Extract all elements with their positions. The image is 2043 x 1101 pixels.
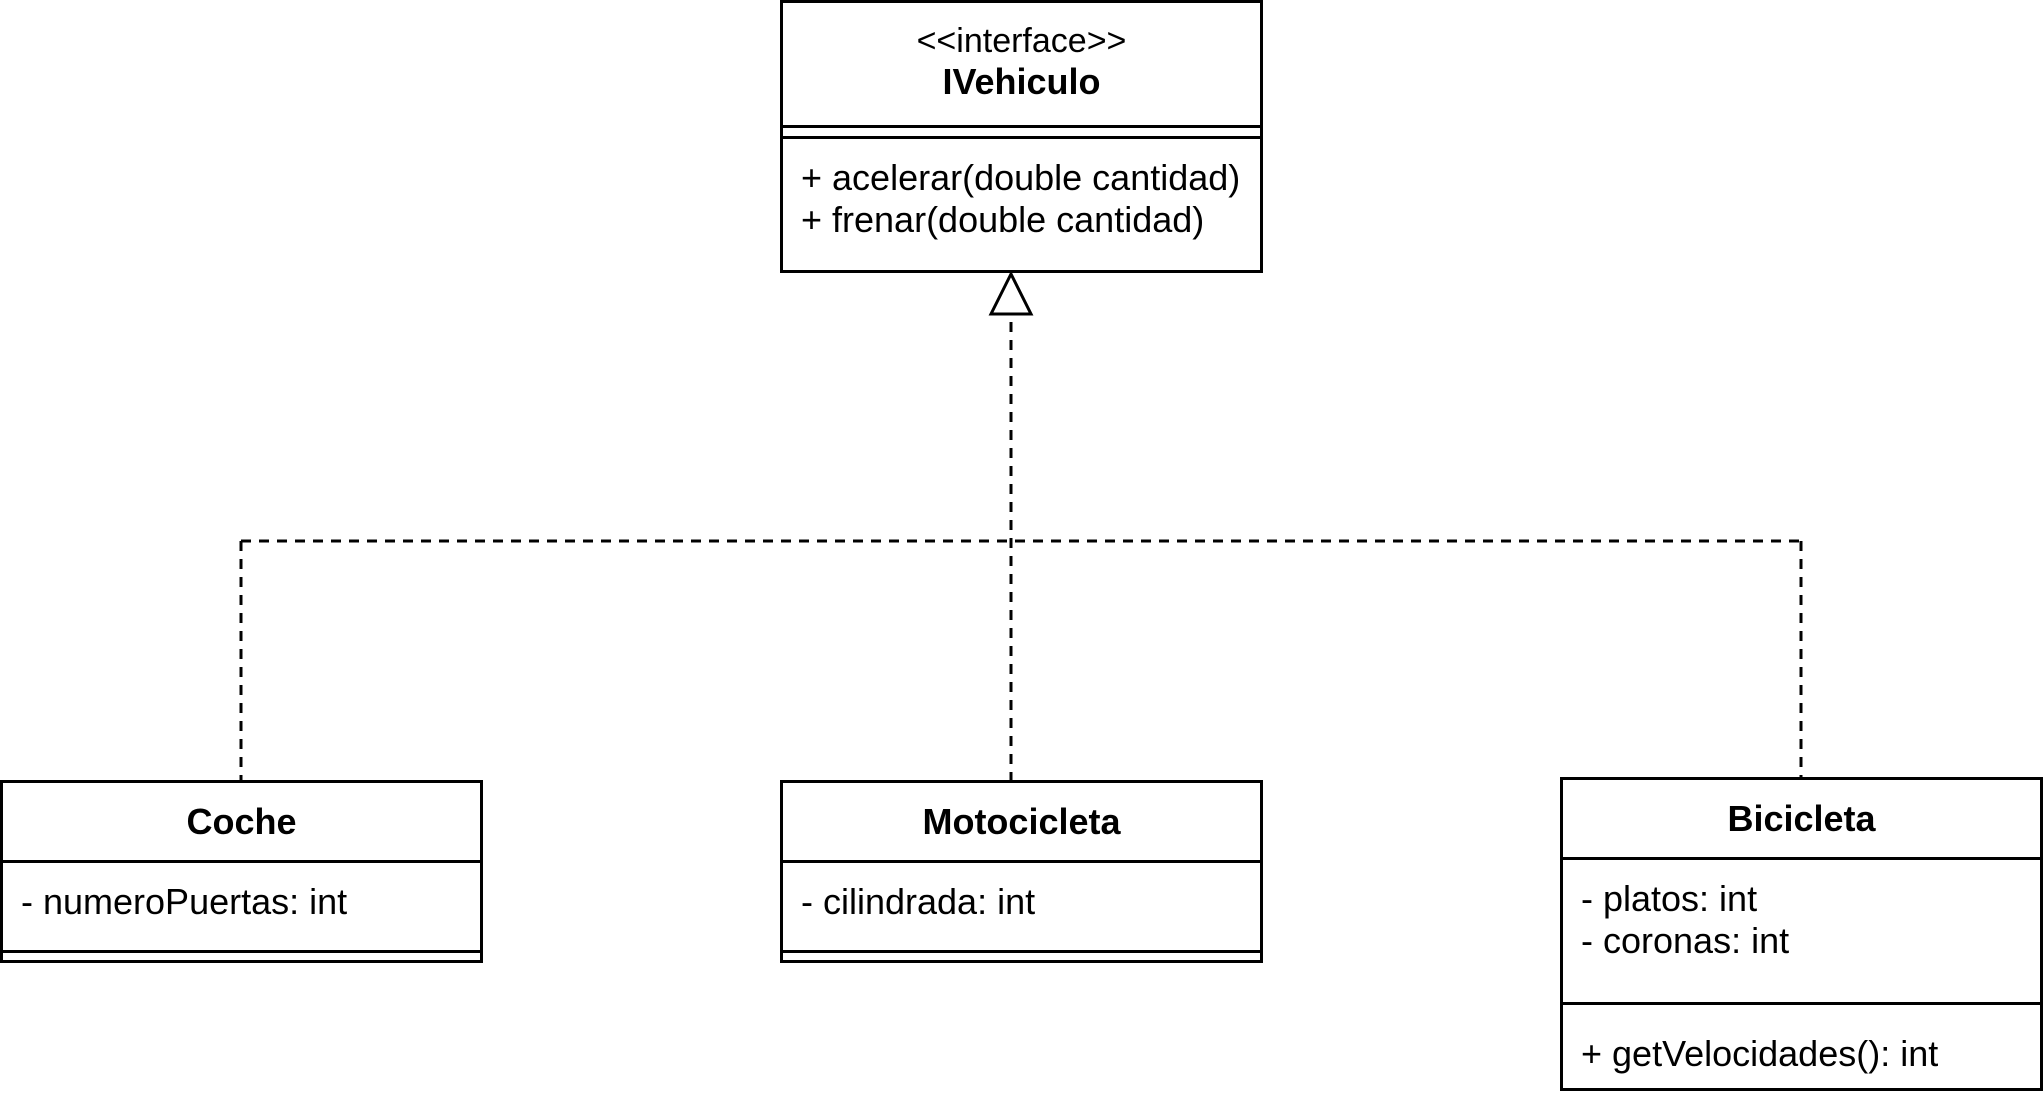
- class-bicicleta[interactable]: Bicicleta - platos: int - coronas: int +…: [1560, 777, 2043, 1091]
- class-bicicleta-header: Bicicleta: [1563, 780, 2040, 857]
- class-coche-name: Coche: [186, 801, 297, 842]
- class-coche-attributes: - numeroPuertas: int: [3, 860, 480, 950]
- attribute-cilindrada: - cilindrada: int: [801, 881, 1036, 922]
- operation-acelerar: + acelerar(double cantidad): [801, 157, 1241, 198]
- class-motocicleta[interactable]: Motocicleta - cilindrada: int: [780, 780, 1263, 963]
- attribute-platos: - platos: int: [1581, 878, 1758, 919]
- interface-attributes: [783, 125, 1260, 136]
- interface-header: <<interface>> IVehiculo: [783, 3, 1260, 125]
- class-motocicleta-name: Motocicleta: [922, 801, 1121, 842]
- interface-ivehiculo[interactable]: <<interface>> IVehiculo + acelerar(doubl…: [780, 0, 1263, 273]
- class-bicicleta-attributes: - platos: int - coronas: int: [1563, 857, 2040, 1002]
- class-coche-operations: [3, 950, 480, 960]
- interface-operations: + acelerar(double cantidad) + frenar(dou…: [783, 136, 1260, 241]
- realization-arrowhead: [988, 270, 1034, 316]
- class-bicicleta-operations: + getVelocidades(): int: [1563, 1002, 2040, 1075]
- class-motocicleta-attributes: - cilindrada: int: [783, 860, 1260, 950]
- attribute-coronas: - coronas: int: [1581, 920, 1790, 961]
- operation-frenar: + frenar(double cantidad): [801, 199, 1205, 240]
- interface-stereotype: <<interface>>: [916, 22, 1127, 60]
- class-motocicleta-header: Motocicleta: [783, 783, 1260, 860]
- class-bicicleta-name: Bicicleta: [1727, 798, 1876, 839]
- class-coche-header: Coche: [3, 783, 480, 860]
- class-coche[interactable]: Coche - numeroPuertas: int: [0, 780, 483, 963]
- attribute-numero-puertas: - numeroPuertas: int: [21, 881, 348, 922]
- operation-get-velocidades: + getVelocidades(): int: [1581, 1033, 1939, 1074]
- class-motocicleta-operations: [783, 950, 1260, 960]
- interface-name: IVehiculo: [942, 61, 1101, 102]
